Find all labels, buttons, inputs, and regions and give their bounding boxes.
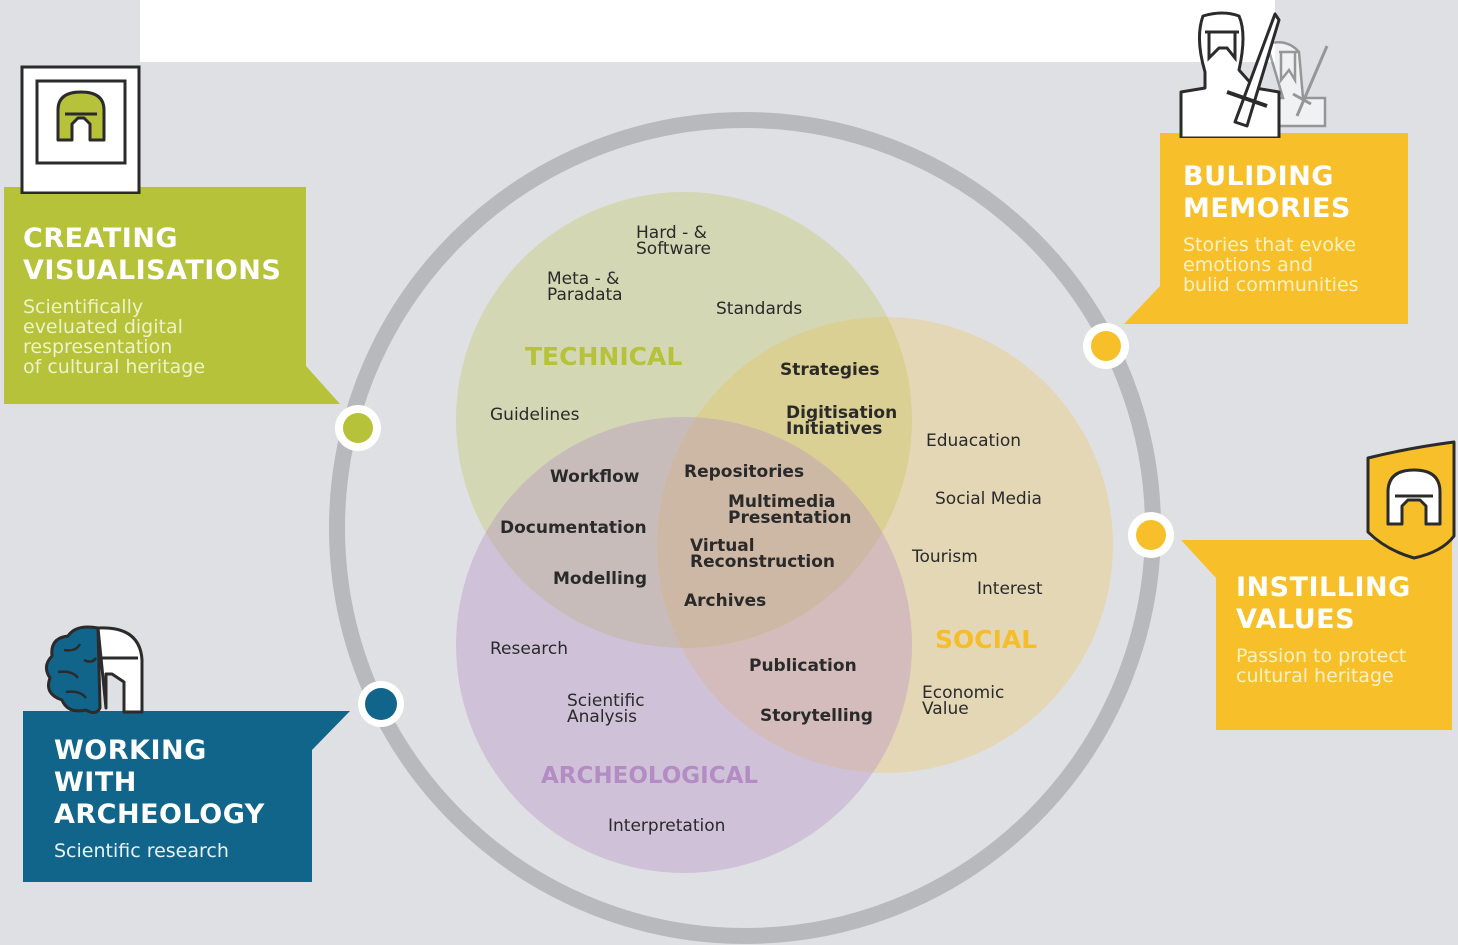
tourism-label: Tourism bbox=[912, 547, 978, 567]
card-title: BULIDING bbox=[1183, 161, 1334, 192]
education-label: Eduacation bbox=[926, 431, 1022, 451]
label-line: Multimedia bbox=[728, 492, 836, 512]
archives-label: Archives bbox=[684, 591, 767, 611]
label-line: Digitisation bbox=[786, 403, 898, 423]
label-line: Economic bbox=[922, 683, 1005, 703]
social-circle bbox=[657, 317, 1113, 773]
card-description: Stories that evoke emotions and bulid co… bbox=[1183, 235, 1405, 295]
building-memories-card: BULIDING MEMORIES Stories that evoke emo… bbox=[1160, 133, 1408, 324]
green-card-pointer bbox=[306, 366, 340, 404]
archeological-circle bbox=[456, 417, 912, 873]
economic-value-label: Economic Value bbox=[922, 683, 1005, 719]
label-line: Virtual bbox=[690, 536, 755, 556]
workflow-label: Workflow bbox=[550, 467, 640, 487]
card-title: WITH bbox=[54, 767, 137, 798]
instilling-values-card: INSTILLING VALUES Passion to protect cul… bbox=[1216, 540, 1452, 730]
desc-line: Stories that evoke bbox=[1183, 234, 1357, 256]
connector-dot-green[interactable] bbox=[335, 405, 381, 451]
label-line: Scientific bbox=[567, 691, 645, 711]
label-line: Meta - & bbox=[547, 269, 620, 289]
strategies-label: Strategies bbox=[780, 360, 880, 380]
desc-line: Scientifically bbox=[23, 296, 144, 318]
label-line: Software bbox=[636, 239, 711, 259]
research-label: Research bbox=[490, 639, 568, 659]
documentation-label: Documentation bbox=[500, 518, 647, 538]
scientific-analysis-label: Scientific Analysis bbox=[567, 691, 645, 727]
yellow-right-card-pointer bbox=[1181, 540, 1216, 578]
label-line: Hard - & bbox=[636, 223, 707, 243]
desc-line: bulid communities bbox=[1183, 274, 1359, 296]
top-banner bbox=[140, 0, 1275, 62]
desc-line: Passion to protect bbox=[1236, 645, 1407, 667]
standards-label: Standards bbox=[716, 299, 803, 319]
modelling-label: Modelling bbox=[553, 569, 648, 589]
guidelines-label: Guidelines bbox=[490, 405, 580, 425]
desc-line: respresentation bbox=[23, 336, 173, 358]
label-line: Paradata bbox=[547, 285, 623, 305]
working-with-archeology-card: WORKING WITH ARCHEOLOGY Scientific resea… bbox=[23, 711, 312, 882]
card-title: CREATING bbox=[23, 223, 179, 254]
blue-card-pointer bbox=[312, 711, 350, 750]
card-title: MEMORIES bbox=[1183, 193, 1351, 224]
interest-label: Interest bbox=[977, 579, 1043, 599]
warriors-sword-icon bbox=[1179, 11, 1329, 138]
label-line: Presentation bbox=[728, 508, 852, 528]
social-media-label: Social Media bbox=[935, 489, 1042, 509]
card-description: Scientifically eveluated digital respres… bbox=[23, 297, 298, 377]
card-description: Scientific research bbox=[54, 841, 309, 861]
brain-helmet-icon bbox=[45, 625, 144, 715]
publication-label: Publication bbox=[749, 656, 857, 676]
label-line: Analysis bbox=[567, 707, 638, 727]
digitisation-initiatives-label: Digitisation Initiatives bbox=[786, 403, 898, 439]
desc-line: Scientific research bbox=[54, 840, 229, 862]
desc-line: emotions and bbox=[1183, 254, 1313, 276]
storytelling-label: Storytelling bbox=[760, 706, 873, 726]
card-title: WORKING bbox=[54, 735, 207, 766]
desc-line: cultural heritage bbox=[1236, 665, 1394, 687]
meta-paradata-label: Meta - & Paradata bbox=[547, 269, 623, 305]
label-line: Initiatives bbox=[786, 419, 883, 439]
virtual-reconstruction-label: Virtual Reconstruction bbox=[690, 536, 836, 572]
helmet-frame-icon bbox=[20, 65, 141, 194]
shield-helmet-icon bbox=[1366, 440, 1456, 560]
technical-circle bbox=[456, 192, 912, 648]
label-line: Value bbox=[922, 699, 969, 719]
card-title: VALUES bbox=[1236, 604, 1356, 635]
card-title: ARCHEOLOGY bbox=[54, 799, 265, 830]
card-title: VISUALISATIONS bbox=[23, 255, 282, 286]
desc-line: eveluated digital bbox=[23, 316, 183, 338]
archeological-title: ARCHEOLOGICAL bbox=[541, 763, 759, 789]
technical-title: TECHNICAL bbox=[525, 342, 683, 371]
yellow-top-card-pointer bbox=[1124, 286, 1160, 324]
repositories-label: Repositories bbox=[684, 462, 805, 482]
card-title: INSTILLING bbox=[1236, 572, 1411, 603]
interpretation-label: Interpretation bbox=[608, 816, 726, 836]
connector-dot-blue[interactable] bbox=[358, 681, 404, 727]
connector-dot-yellow-top[interactable] bbox=[1083, 323, 1129, 369]
label-line: Reconstruction bbox=[690, 552, 836, 572]
hardware-software-label: Hard - & Software bbox=[636, 223, 711, 259]
desc-line: of cultural heritage bbox=[23, 356, 206, 378]
card-description: Passion to protect cultural heritage bbox=[1236, 646, 1450, 686]
connector-dot-yellow-right[interactable] bbox=[1128, 512, 1174, 558]
multimedia-presentation-label: Multimedia Presentation bbox=[728, 492, 852, 528]
creating-visualisations-card: CREATING VISUALISATIONS Scientifically e… bbox=[4, 187, 306, 404]
social-title: SOCIAL bbox=[935, 625, 1038, 654]
